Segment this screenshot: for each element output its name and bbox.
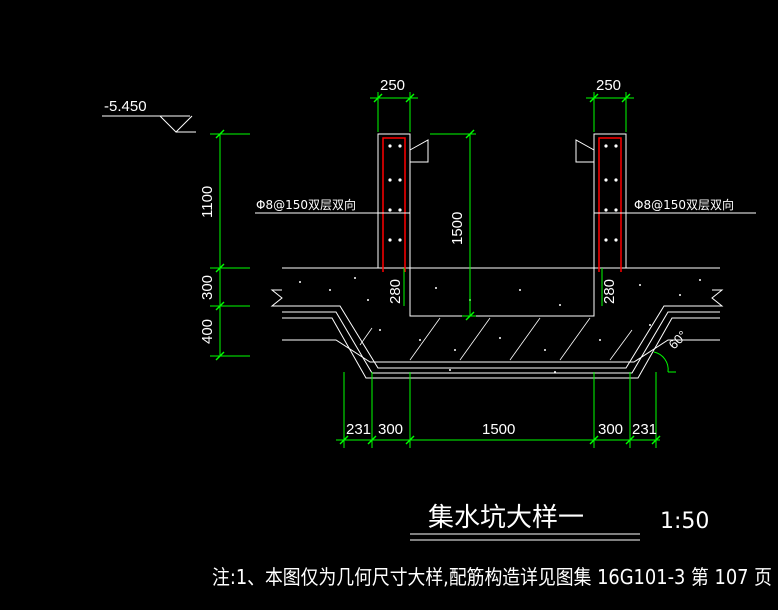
dim-bottom-right-wall: 300 [598,421,623,438]
dim-bottom-left-wall: 300 [378,421,403,438]
dim-slab-thickness-right: 280 [601,279,618,304]
concrete-hatch [359,317,633,361]
rebar [382,137,622,272]
dim-height-bottom: 400 [199,319,216,344]
drawing-scale: 1:50 [660,509,709,534]
elevation-marker [102,115,196,133]
rebar-dots [388,144,618,242]
drawing-note: 注:1、本图仅为几何尺寸大样,配筋构造详见图集 16G101-3 第 107 页 [212,565,772,589]
dim-wall-width-right: 250 [596,77,621,94]
dimension-lines [210,92,676,448]
dimension-ticks [215,93,661,445]
dim-height-slab: 300 [199,275,216,300]
title-underline [410,533,640,541]
elevation-label: -5.450 [104,98,147,115]
structure-outline [270,133,724,379]
dim-angle: 60° [666,328,691,353]
dim-bottom-right-outer: 231 [632,421,657,438]
dim-bottom-center: 1500 [482,421,515,438]
rebar-label-right: Φ8@150双层双向 [634,197,734,212]
rebar-label-left: Φ8@150双层双向 [256,197,356,212]
dim-bottom-left-outer: 231 [346,421,371,438]
dim-slab-thickness-left: 280 [387,279,404,304]
drawing-title: 集水坑大样一 [428,503,584,533]
dim-height-wall: 1100 [199,186,216,218]
concrete-aggregate [299,277,701,373]
dim-wall-width-left: 250 [380,77,405,94]
dim-pit-depth: 1500 [449,212,466,245]
